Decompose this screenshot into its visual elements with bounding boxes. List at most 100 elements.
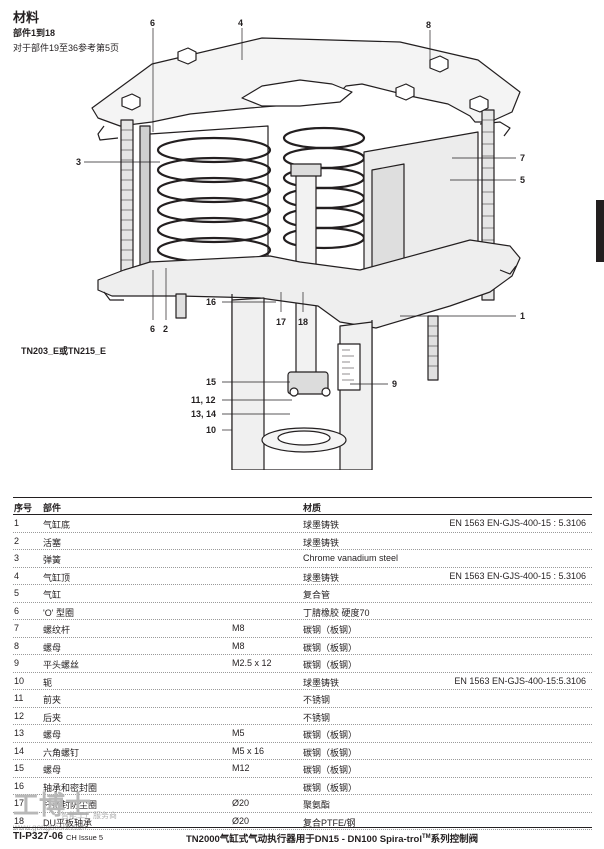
- cell-part: 气缸: [43, 590, 62, 600]
- cell-size: M2.5 x 12: [232, 658, 272, 668]
- callout-label: 7: [520, 153, 525, 163]
- reference-note: 对于部件19至36参考第5页: [13, 43, 120, 53]
- cell-standard: EN 1563 EN-GJS-400-15 : 5.3106: [449, 518, 586, 528]
- cell-part: 弹簧: [43, 555, 62, 565]
- cell-part: 轴承和密封圈: [43, 782, 98, 793]
- cell-no: 3: [14, 553, 20, 563]
- watermark-tagline: 智能工厂服务商: [61, 811, 117, 820]
- callout-label: 5: [520, 175, 525, 185]
- cell-part: 气缸顶: [43, 572, 71, 583]
- callout-label: 17: [276, 317, 286, 327]
- table-row: 6 'O' 型圈 丁腈橡胶 硬度70: [13, 603, 592, 620]
- page-title: 材料: [13, 10, 40, 25]
- cell-material: 复合PTFE/钢: [303, 817, 356, 828]
- cell-material: 碳钢（板钢）: [303, 625, 358, 635]
- cell-part: 气缸底: [43, 520, 71, 530]
- cell-part: 螺母: [43, 765, 62, 775]
- document-title: TN2000气缸式气动执行器用于DN15 - DN100 Spira-trolT…: [186, 831, 478, 845]
- cell-no: 9: [14, 658, 20, 668]
- page-side-tab: [596, 200, 604, 262]
- document-code: TI-P327-06: [13, 831, 64, 842]
- cell-material: 不锈钢: [303, 695, 331, 705]
- table-header: 序号 部件 材质: [13, 497, 592, 515]
- cell-size: Ø20: [232, 798, 250, 808]
- cell-material: 球墨铸铁: [303, 537, 340, 548]
- trademark-mark: TM: [421, 833, 431, 840]
- cell-material: 聚氨酯: [303, 800, 331, 810]
- callout-label: 18: [298, 317, 308, 327]
- cell-no: 17: [14, 798, 25, 808]
- cell-material: 碳钢（板钢）: [303, 730, 358, 740]
- callout-label: 15: [206, 377, 216, 387]
- cell-no: 14: [14, 745, 25, 756]
- cell-no: 16: [14, 780, 25, 791]
- table-row: 9 平头螺丝 M2.5 x 12 碳钢（板钢）: [13, 655, 592, 673]
- section-subtitle: 部件1到18: [13, 28, 56, 38]
- cell-no: 1: [14, 518, 20, 528]
- callout-label: 2: [163, 324, 168, 334]
- cell-no: 5: [14, 588, 20, 598]
- callout-label: 16: [206, 297, 216, 307]
- cell-part: 活塞: [43, 537, 62, 548]
- cell-size: M5: [232, 728, 245, 738]
- table-row: 17 杆密封防尘圈 Ø20 聚氨酯: [13, 795, 592, 813]
- document-title-main: TN2000气缸式气动执行器用于DN15 - DN100 Spira-trol: [186, 834, 422, 845]
- document-title-suffix: 系列控制阀: [430, 834, 479, 845]
- table-row: 1 气缸底 球墨铸铁 EN 1563 EN-GJS-400-15 : 5.3106: [13, 515, 592, 533]
- cell-material: Chrome vanadium steel: [303, 553, 399, 563]
- table-row: 7 螺纹杆 M8 碳钢（板钢）: [13, 620, 592, 638]
- cell-no: 7: [14, 623, 20, 633]
- table-row: 15 螺母 M12 碳钢（板钢）: [13, 760, 592, 778]
- cell-size: M12: [232, 763, 250, 773]
- cell-material: 球墨铸铁: [303, 520, 340, 530]
- cell-part: 前夹: [43, 695, 62, 705]
- cell-material: 复合管: [303, 590, 331, 600]
- cell-part: 平头螺丝: [43, 660, 80, 670]
- cell-part: 螺纹杆: [43, 625, 71, 635]
- header-no: 序号: [14, 503, 33, 513]
- cell-no: 13: [14, 728, 25, 738]
- table-row: 5 气缸 复合管: [13, 585, 592, 603]
- cell-material: 球墨铸铁: [303, 572, 340, 583]
- cell-no: 18: [14, 815, 25, 826]
- table-row: 13 螺母 M5 碳钢（板钢）: [13, 725, 592, 743]
- callout-label: 6: [150, 324, 155, 334]
- cell-material: 球墨铸铁: [303, 677, 340, 688]
- callout-label: 9: [392, 379, 397, 389]
- callout-label: 11, 12: [191, 395, 216, 405]
- cell-no: 8: [14, 640, 20, 651]
- cell-part: 'O' 型圈: [43, 607, 74, 618]
- table-row: 2 活塞 球墨铸铁: [13, 533, 592, 550]
- cell-material: 碳钢（板钢）: [303, 765, 358, 775]
- cell-standard: EN 1563 EN-GJS-400-15 : 5.3106: [449, 570, 586, 581]
- cell-no: 15: [14, 763, 25, 773]
- header-material: 材质: [303, 503, 322, 513]
- cell-material: 丁腈橡胶 硬度70: [303, 607, 370, 618]
- callout-label: 8: [426, 20, 431, 30]
- footer-divider: [13, 827, 592, 828]
- callout-label: 1: [520, 311, 525, 321]
- cell-part: 螺母: [43, 730, 62, 740]
- watermark: 工博士 智能工厂服务商 www.gongboshi.com: [13, 783, 163, 833]
- cell-no: 6: [14, 605, 20, 616]
- cell-no: 2: [14, 535, 20, 546]
- cell-part: 六角螺钉: [43, 747, 80, 758]
- cell-size: M8: [232, 623, 245, 633]
- document-issue: CH Issue 5: [66, 833, 104, 842]
- cell-material: 碳钢（板钢）: [303, 660, 358, 670]
- cell-part: 杆密封防尘圈: [43, 800, 98, 810]
- cell-size: M5 x 16: [232, 745, 265, 756]
- cell-size: M8: [232, 640, 245, 651]
- cell-material: 碳钢（板钢）: [303, 782, 358, 793]
- header-part: 部件: [43, 503, 62, 513]
- callout-label: 13, 14: [191, 409, 216, 419]
- cell-material: 碳钢（板钢）: [303, 747, 358, 758]
